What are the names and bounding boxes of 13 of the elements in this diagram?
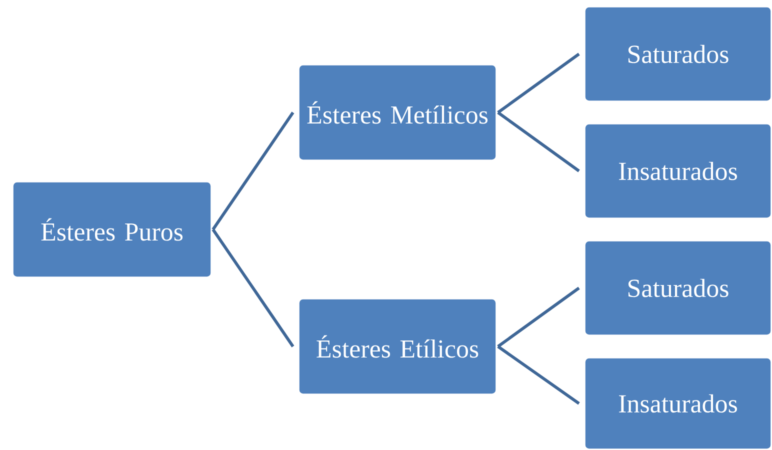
category-box: Ésteres Etílicos: [298, 298, 496, 394]
category-box: Ésteres Puros: [12, 182, 212, 278]
category-box: Saturados: [584, 240, 772, 336]
connector-line: [212, 228, 294, 348]
connector-line: [497, 52, 580, 114]
category-box: Saturados: [584, 6, 772, 102]
connector-line: [497, 286, 580, 348]
connector-line: [497, 345, 580, 405]
category-box: Insaturados: [584, 124, 772, 218]
category-box: Ésteres Metílicos: [298, 64, 496, 160]
connector-line: [212, 112, 294, 230]
category-box: Insaturados: [584, 358, 772, 450]
connector-line: [497, 111, 580, 172]
